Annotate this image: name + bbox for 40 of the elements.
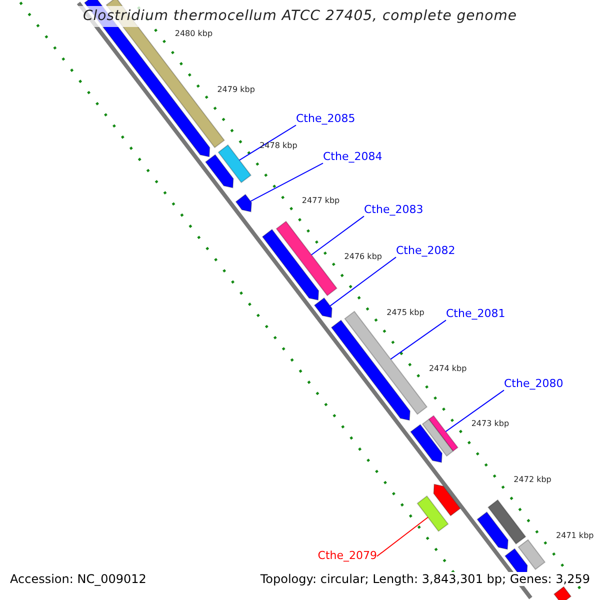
gene-segment xyxy=(476,511,509,550)
tick-label: 2474 kbp xyxy=(428,364,467,374)
gene-label: Cthe_2082 xyxy=(396,244,456,258)
gene-segment xyxy=(204,154,234,188)
gene-label: Cthe_2084 xyxy=(323,150,382,164)
leader-line xyxy=(445,390,504,432)
leader-line xyxy=(330,256,396,306)
gene-label: Cthe_2080 xyxy=(504,377,564,390)
gene-segment xyxy=(235,194,252,212)
gene-label: Cthe_2083 xyxy=(364,203,424,216)
gene-segment xyxy=(416,495,449,532)
gene-segment xyxy=(422,418,454,457)
gene-segment xyxy=(410,424,442,463)
gene-segment xyxy=(330,320,411,421)
gene-segment xyxy=(218,144,252,184)
gene-segment xyxy=(488,499,526,545)
leader-line xyxy=(310,216,364,256)
tick-label: 2472 kbp xyxy=(514,474,552,485)
genome-info-text: Topology: circular; Length: 3,843,301 bp; Genes: 3,259 xyxy=(260,572,590,586)
gene-label: Cthe_2085 xyxy=(296,112,356,126)
tick-label: 2477 kbp xyxy=(302,196,340,206)
leader-line xyxy=(250,162,324,202)
gene-segment xyxy=(553,586,572,600)
tick-label: 2480 kbp xyxy=(174,29,213,39)
gene-segment xyxy=(262,228,320,301)
tick-label: 2473 kbp xyxy=(471,419,510,429)
gene-segment xyxy=(433,484,461,516)
tick-label: 2479 kbp xyxy=(217,84,255,95)
gene-segment xyxy=(276,220,338,296)
tick-label: 2475 kbp xyxy=(386,308,424,318)
gene-segment xyxy=(344,310,428,415)
leader-line xyxy=(376,516,428,557)
tick-label: 2471 kbp xyxy=(556,530,594,540)
gene-segment xyxy=(314,297,332,318)
gene-segment xyxy=(518,539,546,570)
leader-line xyxy=(390,320,446,360)
tick-label: 2476 kbp xyxy=(344,252,382,262)
gene-label: Cthe_2079 xyxy=(318,549,377,562)
accession-text: Accession: NC_009012 xyxy=(10,572,146,586)
gene-label: Cthe_2081 xyxy=(446,307,506,320)
